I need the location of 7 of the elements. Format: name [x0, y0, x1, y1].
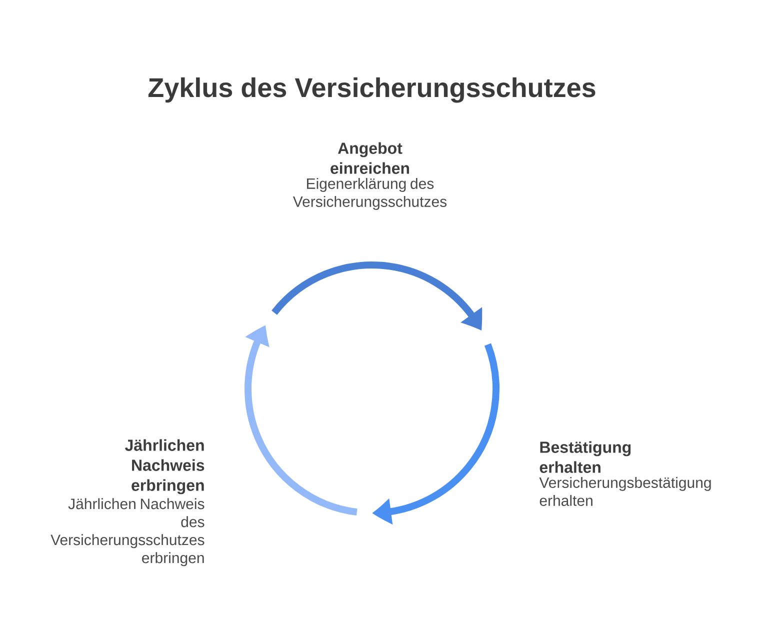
step-heading: Bestätigung erhalten: [540, 441, 631, 473]
step-heading: Jährlichen Nachweis erbringen: [125, 439, 204, 494]
step-description: Versicherungsbestätigung erhalten: [539, 476, 711, 506]
step-heading: Angebot einreichen: [330, 142, 410, 174]
step-description: Jährlichen Nachweis des Versicherungsschutzes erbringen: [50, 498, 204, 566]
title: Zyklus des Versicherungsschutzes: [148, 77, 596, 103]
step-description: Eigenerklärung des Versicherungsschutzes: [292, 178, 447, 210]
